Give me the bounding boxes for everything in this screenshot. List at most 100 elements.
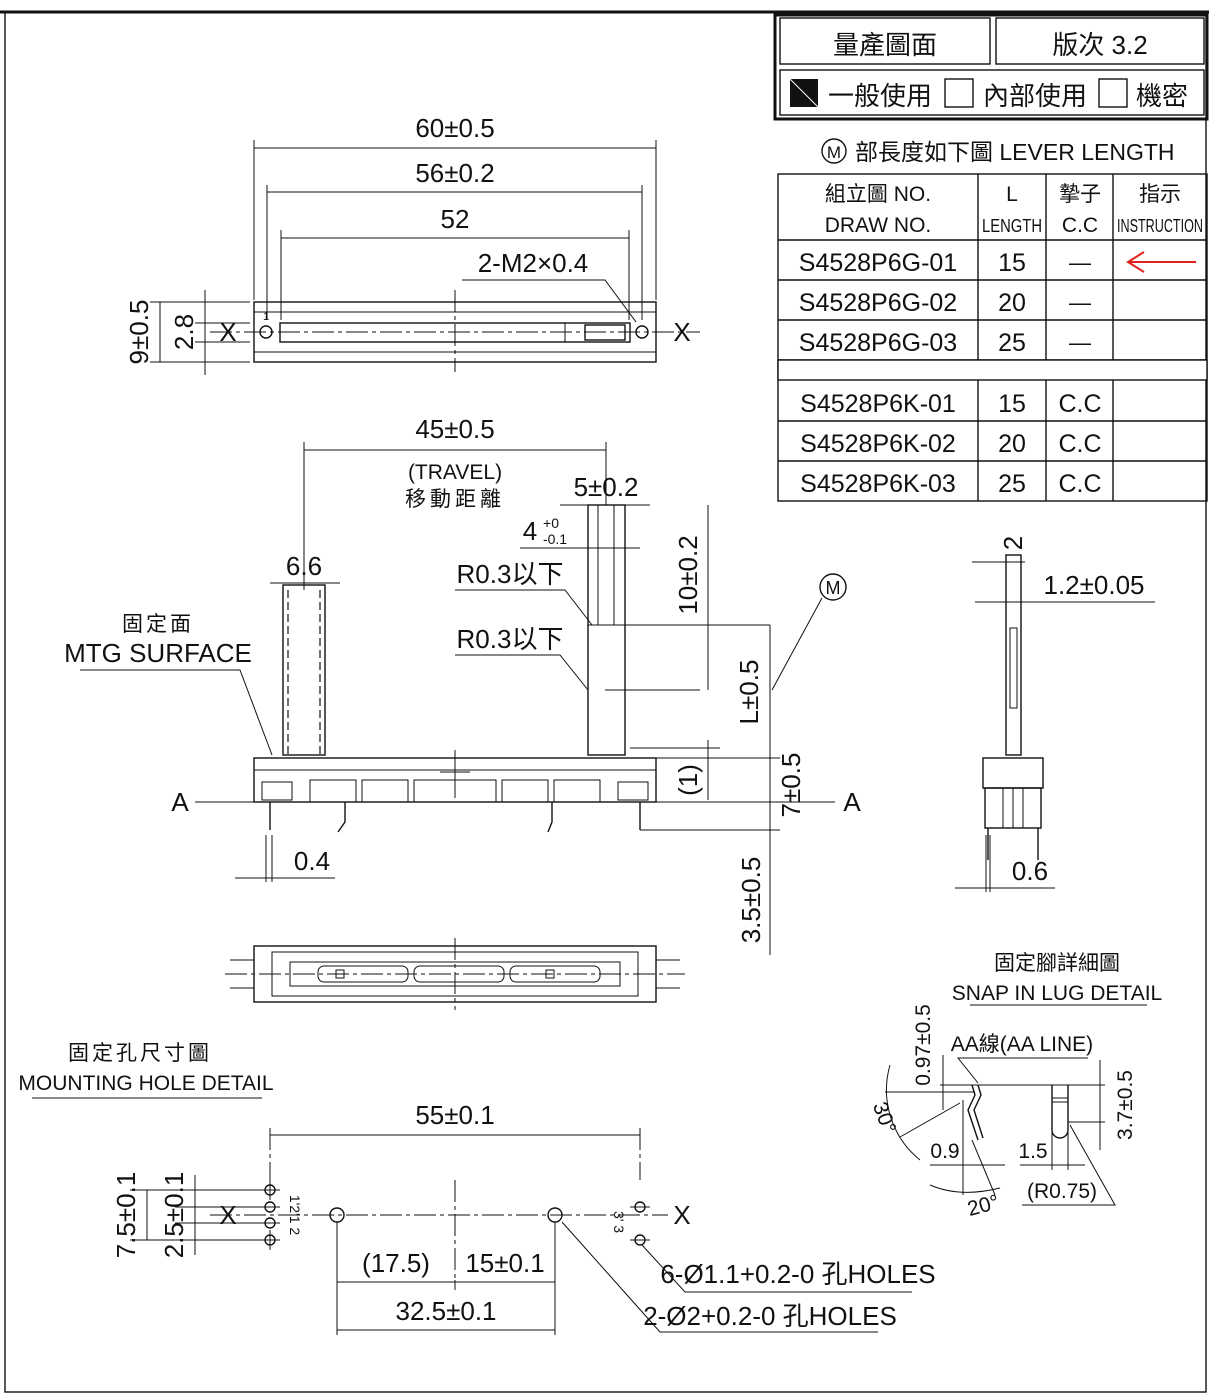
- pin-labels-left: 1'2'1 2: [287, 1195, 303, 1236]
- section-a-right: A: [843, 787, 861, 817]
- draw-no: S4528P6K-03: [800, 470, 956, 498]
- axis-x-left: X: [219, 1200, 236, 1230]
- draw-no: S4528P6K-01: [800, 390, 956, 418]
- table-row: S4528P6G-03 25 —: [799, 329, 1091, 357]
- header-draw-no-en: DRAW NO.: [825, 214, 932, 237]
- cc: C.C: [1058, 470, 1101, 498]
- dim-1-5: 1.5: [1018, 1140, 1047, 1163]
- axis-x-left: X: [219, 317, 236, 347]
- cc: C.C: [1058, 390, 1101, 418]
- cc: C.C: [1058, 430, 1101, 458]
- instruction-arrow-icon: [1126, 251, 1196, 273]
- dim-6-6: 6.6: [286, 551, 322, 581]
- option-confidential: 機密: [1136, 81, 1188, 111]
- draw-no: S4528P6K-02: [800, 430, 956, 458]
- dim-3-7: 3.7±0.5: [1114, 1070, 1137, 1140]
- m-symbol-circle: [821, 138, 847, 164]
- option-general: 一般使用: [828, 81, 932, 111]
- table-row: S4528P6K-03 25 C.C: [800, 470, 1101, 498]
- length: 25: [998, 329, 1026, 357]
- checkbox-confidential: [1098, 78, 1128, 108]
- cc: —: [1069, 330, 1091, 355]
- header-length-zh: L: [1006, 183, 1018, 206]
- table-row: S4528P6K-01 15 C.C: [800, 390, 1101, 418]
- header-instruction-en: INSTRUCTION: [1117, 216, 1203, 236]
- dim-10: 10±0.2: [673, 535, 703, 614]
- draw-no: S4528P6G-02: [799, 289, 957, 317]
- thread-spec: 2-M2×0.4: [478, 248, 589, 278]
- angle-20: 20°: [965, 1191, 1002, 1221]
- dim-4: 4: [523, 516, 537, 546]
- checkbox-internal: [944, 78, 974, 108]
- title-block: 量產圖面 版次 3.2 一般使用 內部使用 機密: [773, 13, 1209, 121]
- pin-labels-right: 3' 3: [611, 1211, 627, 1233]
- checkbox-general-checked: [789, 78, 819, 108]
- dim-7: 7±0.5: [776, 753, 806, 818]
- header-cc-en: C.C: [1062, 214, 1098, 237]
- small-holes-note: 6-Ø1.1+0.2-0 孔HOLES: [660, 1259, 935, 1289]
- small-holes: [260, 1180, 650, 1250]
- section-a-left: A: [171, 787, 189, 817]
- dim-4-plus: +0: [543, 515, 559, 531]
- header-length-en: LENGTH: [982, 216, 1042, 236]
- dim-L: L±0.5: [734, 660, 764, 725]
- length: 20: [998, 289, 1026, 317]
- draw-no: S4528P6G-01: [799, 249, 957, 277]
- axis-x-right: X: [673, 1200, 690, 1230]
- dim-32-5: 32.5±0.1: [395, 1296, 496, 1326]
- dim-17-5: (17.5): [362, 1248, 430, 1278]
- length: 20: [998, 430, 1026, 458]
- dim-lever-width: 5±0.2: [574, 472, 639, 502]
- side-view: 2 1.2±0.05 0.6: [955, 536, 1155, 892]
- dim-travel: 45±0.5: [415, 414, 494, 444]
- radius-note-2: R0.3以下: [457, 624, 564, 654]
- mounting-hole-detail: 固定孔尺寸圖 MOUNTING HOLE DETAIL 55±0.1 1'2'1…: [18, 1042, 936, 1335]
- radius-0-75: (R0.75): [1027, 1180, 1097, 1203]
- mtg-surface-zh: 固定面: [122, 613, 194, 636]
- dim-2: 2: [998, 536, 1028, 550]
- dim-55: 55±0.1: [415, 1100, 494, 1130]
- dim-0-9: 0.9: [930, 1140, 959, 1163]
- mtg-surface-en: MTG SURFACE: [64, 638, 252, 668]
- dim-56: 56±0.2: [415, 158, 494, 188]
- header-draw-no-zh: 組立圖 NO.: [825, 183, 931, 206]
- dim-60: 60±0.5: [415, 113, 494, 143]
- travel-en: (TRAVEL): [408, 461, 502, 484]
- dim-0-4: 0.4: [294, 846, 330, 876]
- length: 15: [998, 390, 1026, 418]
- m-marker: M: [826, 578, 841, 598]
- mass-production-label: 量產圖面: [833, 30, 937, 60]
- dim-2-8: 2.8: [169, 314, 199, 350]
- dim-52: 52: [441, 204, 470, 234]
- table-row: S4528P6G-02 20 —: [799, 289, 1091, 317]
- radius-note-1: R0.3以下: [457, 559, 564, 589]
- snap-lug-title-en: SNAP IN LUG DETAIL: [952, 982, 1162, 1005]
- dim-0-6: 0.6: [1012, 856, 1048, 886]
- length: 25: [998, 470, 1026, 498]
- dim-1-2: 1.2±0.05: [1043, 570, 1144, 600]
- cc: —: [1069, 250, 1091, 275]
- cc: —: [1069, 290, 1091, 315]
- m-symbol: M: [827, 143, 841, 162]
- angle-30: 30°: [868, 1099, 900, 1137]
- snap-lug-detail: 固定腳詳細圖 SNAP IN LUG DETAIL AA線(AA LINE) 0…: [868, 952, 1162, 1221]
- travel-zh: 移動距離: [405, 488, 505, 511]
- axis-x-right: X: [673, 317, 690, 347]
- top-view: 60±0.5 56±0.2 52 2-M2×0.4 1 X X 9±0.5 2.…: [124, 113, 700, 375]
- header-instruction-zh: 指示: [1139, 183, 1181, 206]
- dim-15: 15±0.1: [465, 1248, 544, 1278]
- snap-lug-title-zh: 固定腳詳細圖: [994, 952, 1120, 975]
- draw-no: S4528P6G-03: [799, 329, 957, 357]
- option-internal: 內部使用: [983, 81, 1087, 111]
- dim-3-5: 3.5±0.5: [736, 857, 766, 944]
- dim-2-5: 2.5±0.1: [159, 1172, 189, 1259]
- dim-4-minus: -0.1: [543, 531, 567, 547]
- lever-length-table: M 部長度如下圖 LEVER LENGTH 組立圖 NO. DRAW NO. L…: [777, 138, 1208, 502]
- dim-0-97: 0.97±0.5: [912, 1004, 935, 1086]
- lever-length-heading: 部長度如下圖 LEVER LENGTH: [855, 139, 1175, 165]
- dim-1: (1): [673, 764, 703, 796]
- mounting-title-en: MOUNTING HOLE DETAIL: [18, 1072, 273, 1095]
- mounting-title-zh: 固定孔尺寸圖: [68, 1042, 212, 1065]
- version-label: 版次 3.2: [1052, 30, 1147, 60]
